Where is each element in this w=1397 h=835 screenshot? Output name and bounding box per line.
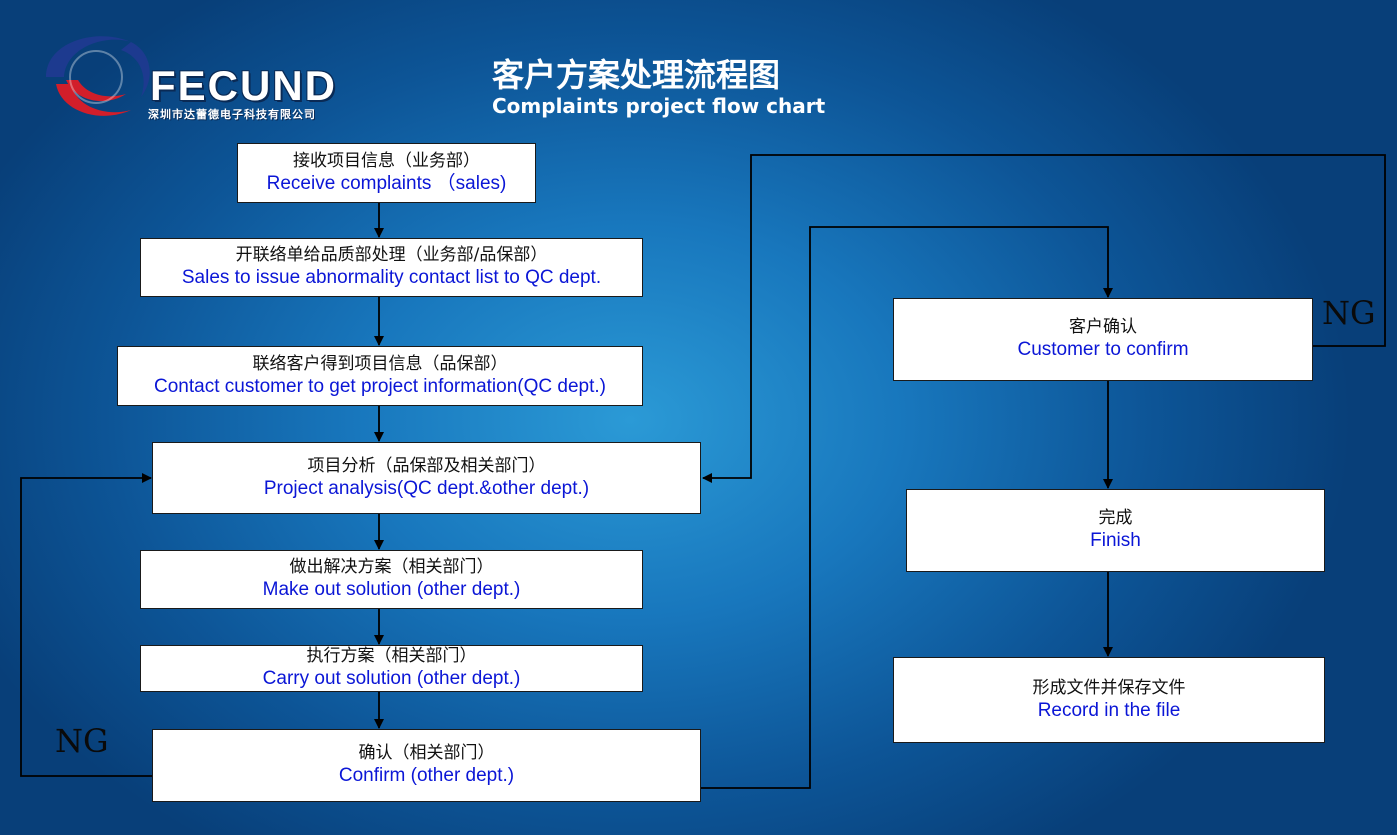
step-receive-complaints[interactable]: 接收项目信息（业务部） Receive complaints （sales) — [237, 143, 536, 203]
step-label-cn: 确认（相关部门） — [358, 743, 495, 764]
step-label-en: Finish — [1090, 530, 1141, 552]
ng-loop-left — [20, 473, 152, 777]
step-label-cn: 联络客户得到项目信息（品保部） — [252, 353, 508, 374]
step-label-cn: 接收项目信息（业务部） — [293, 150, 480, 171]
step-label-cn: 完成 — [1098, 508, 1133, 529]
step-make-solution[interactable]: 做出解决方案（相关部门） Make out solution (other de… — [140, 550, 643, 609]
step-label-en: Receive complaints （sales) — [266, 172, 507, 194]
arrow-step7-customer — [701, 226, 1113, 789]
step-label-cn: 形成文件并保存文件 — [1032, 677, 1186, 698]
page-title-en: Complaints project flow chart — [492, 94, 826, 118]
step-label-en: Customer to confirm — [1017, 339, 1189, 361]
step-label-cn: 执行方案（相关部门） — [306, 646, 477, 667]
step-label-en: Record in the file — [1037, 699, 1181, 721]
step-label-cn: 客户确认 — [1069, 317, 1137, 338]
step-label-cn: 项目分析（品保部及相关部门） — [307, 455, 546, 476]
step-record-file[interactable]: 形成文件并保存文件 Record in the file — [893, 657, 1325, 743]
step-label-en: Sales to issue abnormality contact list … — [181, 267, 602, 289]
step-confirm[interactable]: 确认（相关部门） Confirm (other dept.) — [152, 729, 701, 802]
step-label-en: Project analysis(QC dept.&other dept.) — [263, 477, 590, 499]
step-contact-customer[interactable]: 联络客户得到项目信息（品保部） Contact customer to get … — [117, 346, 643, 406]
ng-loop-right — [702, 154, 1386, 483]
logo-subtitle: 深圳市达蕾德电子科技有限公司 — [148, 108, 316, 121]
logo-emblem-icon — [46, 36, 150, 116]
step-issue-contact-list[interactable]: 开联络单给品质部处理（业务部/品保部） Sales to issue abnor… — [140, 238, 643, 297]
step-carry-out-solution[interactable]: 执行方案（相关部门） Carry out solution (other dep… — [140, 645, 643, 692]
logo-text: FECUND — [150, 62, 337, 109]
ng-label-left: NG — [55, 722, 109, 760]
step-label-cn: 开联络单给品质部处理（业务部/品保部） — [235, 245, 548, 266]
step-label-en: Make out solution (other dept.) — [262, 579, 521, 601]
step-label-en: Carry out solution (other dept.) — [262, 668, 521, 690]
step-customer-confirm[interactable]: 客户确认 Customer to confirm — [893, 298, 1313, 381]
step-label-en: Contact customer to get project informat… — [154, 375, 606, 397]
step-project-analysis[interactable]: 项目分析（品保部及相关部门） Project analysis(QC dept.… — [152, 442, 701, 514]
step-finish[interactable]: 完成 Finish — [906, 489, 1325, 572]
ng-label-right: NG — [1322, 294, 1376, 332]
step-label-en: Confirm (other dept.) — [338, 765, 515, 787]
step-label-cn: 做出解决方案（相关部门） — [289, 557, 494, 578]
page-title-cn: 客户方案处理流程图 — [492, 56, 781, 94]
